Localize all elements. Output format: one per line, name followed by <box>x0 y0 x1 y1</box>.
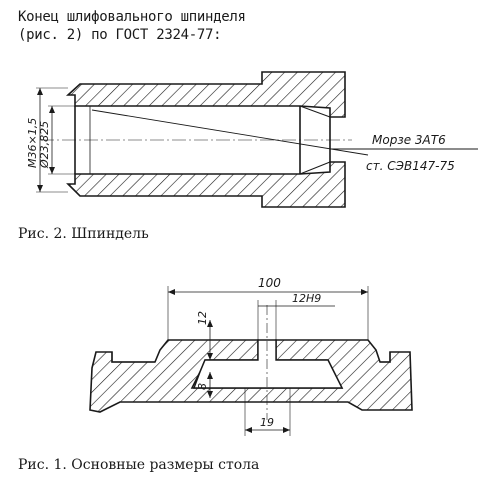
intro-text: Конец шлифовального шпинделя (рис. 2) по… <box>18 8 246 44</box>
intro-line-2: (рис. 2) по ГОСТ 2324-77: <box>18 27 222 43</box>
taper-label-standard: ст. СЭВ147-75 <box>366 159 455 173</box>
spindle-upper-wall <box>65 71 346 118</box>
table-caption: Рис. 1. Основные размеры стола <box>18 457 260 473</box>
dim-thread-label: M36×1,5 <box>26 118 39 168</box>
dim-slot-label: 12H9 <box>292 292 321 305</box>
dim-depth-label: 8 <box>196 383 209 390</box>
dim-bottom-label: 19 <box>260 416 274 429</box>
dim-diameter-label: Ø23,825 <box>38 121 51 169</box>
spindle-drawing <box>36 71 478 208</box>
t-slot <box>192 339 344 389</box>
table-drawing <box>89 286 413 436</box>
taper-label-morse: Морзе 3АТ6 <box>372 133 446 147</box>
dim-width-label: 100 <box>258 276 281 290</box>
spindle-caption: Рис. 2. Шпиндель <box>18 226 149 242</box>
dim-height-label: 12 <box>196 311 209 325</box>
spindle-lower-wall <box>66 161 346 208</box>
intro-line-1: Конец шлифовального шпинделя <box>18 9 246 25</box>
